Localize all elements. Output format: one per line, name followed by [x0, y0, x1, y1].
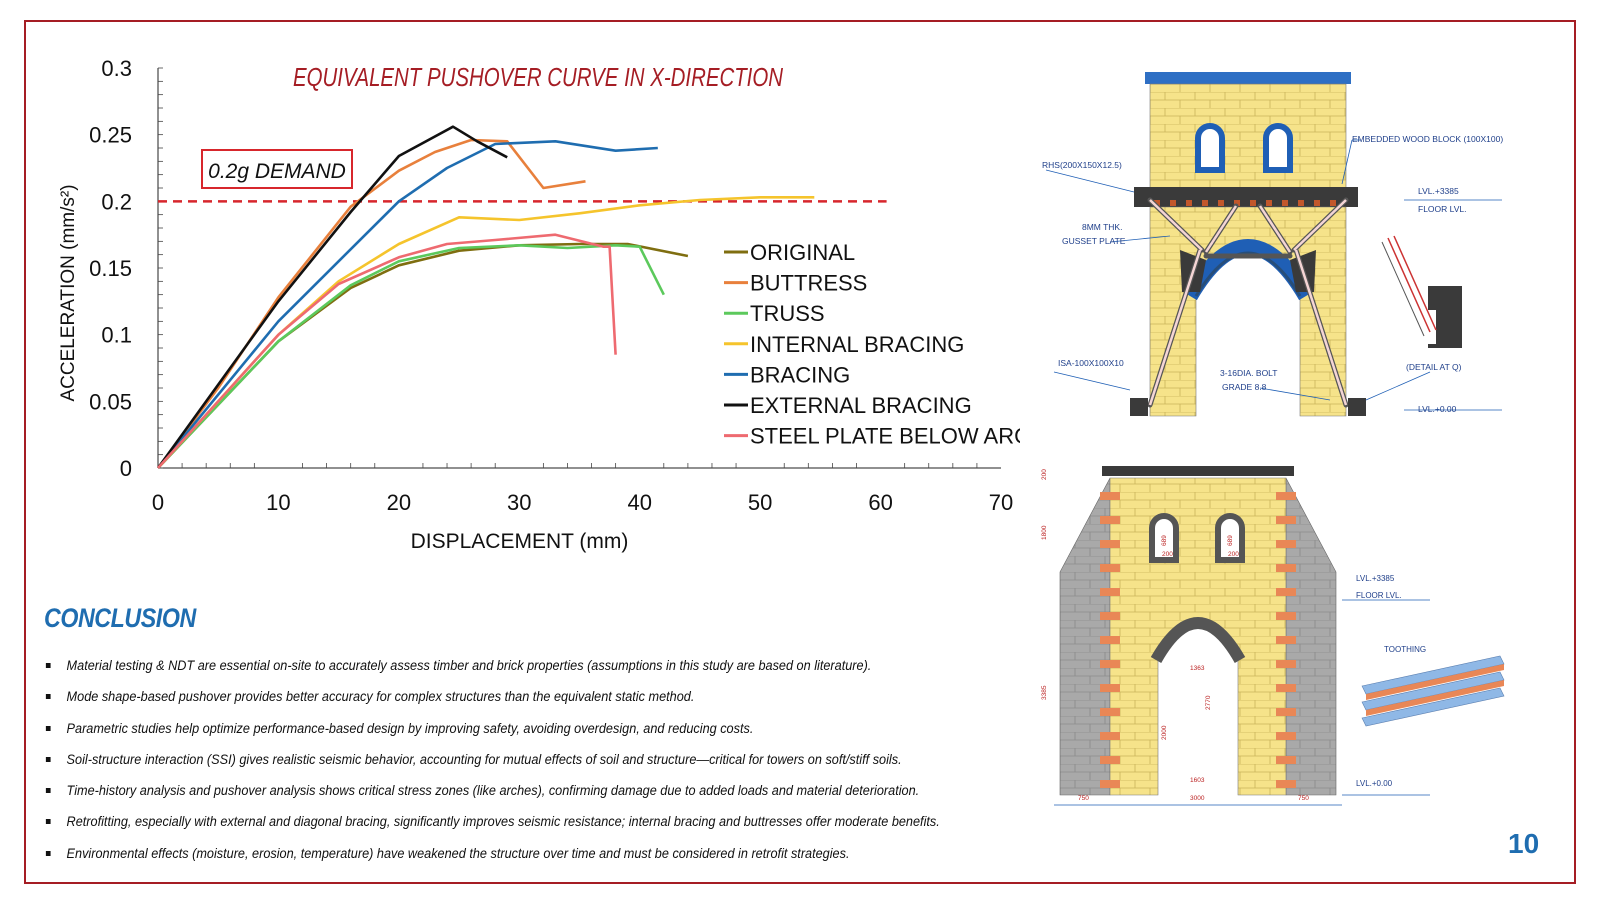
label-lvl-ground: LVL.+0.00 [1418, 404, 1457, 414]
legend-label: INTERNAL BRACING [750, 332, 964, 357]
label-bolt-2: GRADE 8.8 [1222, 382, 1267, 392]
y-tick-label: 0.2 [101, 189, 132, 214]
series-layer [156, 125, 815, 469]
x-tick-label: 60 [868, 490, 892, 515]
dim-3000: 3000 [1190, 795, 1205, 802]
y-tick-label: 0 [120, 456, 132, 481]
conclusion-item: Environmental effects (moisture, erosion… [44, 838, 975, 869]
label-gusset-2: GUSSET PLATE [1062, 236, 1126, 246]
buttress-elevation-drawing: LVL.+3385 FLOOR LVL. LVL.+0.00 TOOTHING … [1041, 466, 1505, 806]
label-lvl-floor-b1: LVL.+3385 [1356, 574, 1395, 583]
conclusion-item: Soil-structure interaction (SSI) gives r… [44, 744, 975, 775]
dim-750-left: 750 [1078, 795, 1089, 802]
label-embedded-wood-block: EMBEDDED WOOD BLOCK (100X100) [1352, 134, 1503, 144]
conclusion-item: Mode shape-based pushover provides bette… [44, 681, 975, 712]
braced-elevation-drawing: EMBEDDED WOOD BLOCK (100X100) RHS(200X15… [1042, 72, 1503, 417]
legend-label: ORIGINAL [750, 240, 855, 265]
chart-axes: 0 10 20 30 40 50 60 70 0 0.05 0.1 0.15 0.2 0.25 0.3DIS… [58, 56, 1013, 553]
x-tick-label: 70 [989, 490, 1013, 515]
series-line-internal-bracing [157, 196, 815, 469]
legend-label: STEEL PLATE BELOW ARCH [750, 424, 1020, 449]
series-line-external-bracing [156, 125, 508, 469]
label-bolt-1: 3-16DIA. BOLT [1220, 368, 1277, 378]
dim-689-a: 689 [1161, 535, 1168, 546]
dim-689-b: 689 [1227, 535, 1234, 546]
conclusion-section: CONCLUSION Material testing & NDT are es… [44, 603, 1034, 869]
dim-2000: 2000 [1161, 725, 1168, 740]
y-tick-label: 0.05 [89, 389, 132, 414]
x-tick-label: 10 [266, 490, 290, 515]
y-tick-label: 0.1 [101, 323, 132, 348]
conclusion-list: Material testing & NDT are essential on-… [44, 650, 1034, 869]
series-line-bracing [156, 140, 658, 469]
pushover-chart: EQUIVALENT PUSHOVER CURVE IN X-DIRECTION… [58, 56, 1020, 553]
conclusion-item: Time-history analysis and pushover analy… [44, 775, 975, 806]
legend-label: BRACING [750, 362, 850, 387]
slide-frame [24, 20, 1576, 884]
dim-1603: 1603 [1190, 777, 1205, 784]
x-axis-label: DISPLACEMENT (mm) [411, 530, 629, 553]
conclusion-item: Parametric studies help optimize perform… [44, 713, 975, 744]
label-lvl-floor-1: LVL.+3385 [1418, 186, 1459, 196]
chart-legend: ORIGINAL BUTTRESS TRUSS INTERNAL BRACING BRA… [724, 240, 1020, 449]
dim-3385: 3385 [1041, 685, 1048, 700]
legend-label: BUTTRESS [750, 271, 867, 296]
dim-2770: 2770 [1205, 695, 1212, 710]
dim-200: 200 [1041, 469, 1048, 480]
demand-box-label: 0.2g DEMAND [208, 160, 346, 183]
label-rhs: RHS(200X150X12.5) [1042, 160, 1122, 170]
detail-q-drawing [1381, 235, 1462, 348]
y-tick-label: 0.3 [101, 56, 132, 81]
label-toothing: TOOTHING [1384, 645, 1426, 654]
x-tick-label: 40 [627, 490, 651, 515]
dim-1800: 1800 [1041, 525, 1048, 540]
label-gusset-1: 8MM THK. [1082, 222, 1122, 232]
page-number: 10 [1508, 828, 1540, 859]
label-lvl-floor-b2: FLOOR LVL. [1356, 591, 1402, 600]
demand-box [201, 149, 353, 189]
x-tick-label: 50 [748, 490, 772, 515]
y-tick-label: 0.25 [89, 123, 132, 148]
legend-label: TRUSS [750, 301, 825, 326]
structural-drawings: EMBEDDED WOOD BLOCK (100X100) RHS(200X15… [1041, 72, 1505, 806]
label-lvl-ground-b: LVL.+0.00 [1356, 779, 1393, 788]
y-tick-label: 0.15 [89, 256, 132, 281]
conclusion-heading: CONCLUSION [44, 603, 196, 633]
label-lvl-floor-2: FLOOR LVL. [1418, 204, 1467, 214]
conclusion-item: Material testing & NDT are essential on-… [44, 650, 975, 681]
x-tick-label: 0 [152, 490, 164, 515]
series-line-truss [157, 244, 665, 469]
x-tick-label: 30 [507, 490, 531, 515]
chart-title: EQUIVALENT PUSHOVER CURVE IN X-DIRECTION [293, 62, 783, 92]
top-cap [1145, 72, 1351, 84]
legend-label: EXTERNAL BRACING [750, 393, 972, 418]
dim-1363: 1363 [1190, 665, 1205, 672]
label-detail-q: (DETAIL AT Q) [1406, 362, 1462, 372]
series-line-steel-plate-below-arch [157, 233, 617, 469]
label-isa: ISA-100X100X10 [1058, 358, 1124, 368]
conclusion-item: Retrofitting, especially with external a… [44, 806, 975, 837]
x-tick-label: 20 [387, 490, 411, 515]
dim-200-a: 200 [1162, 551, 1173, 558]
dim-200-b: 200 [1228, 551, 1239, 558]
y-axis-label: ACCELERATION (mm/s²) [58, 184, 79, 401]
toothing-detail [1360, 652, 1505, 730]
dim-750-right: 750 [1298, 795, 1309, 802]
demand-group: 0.2g DEMAND [158, 149, 887, 203]
